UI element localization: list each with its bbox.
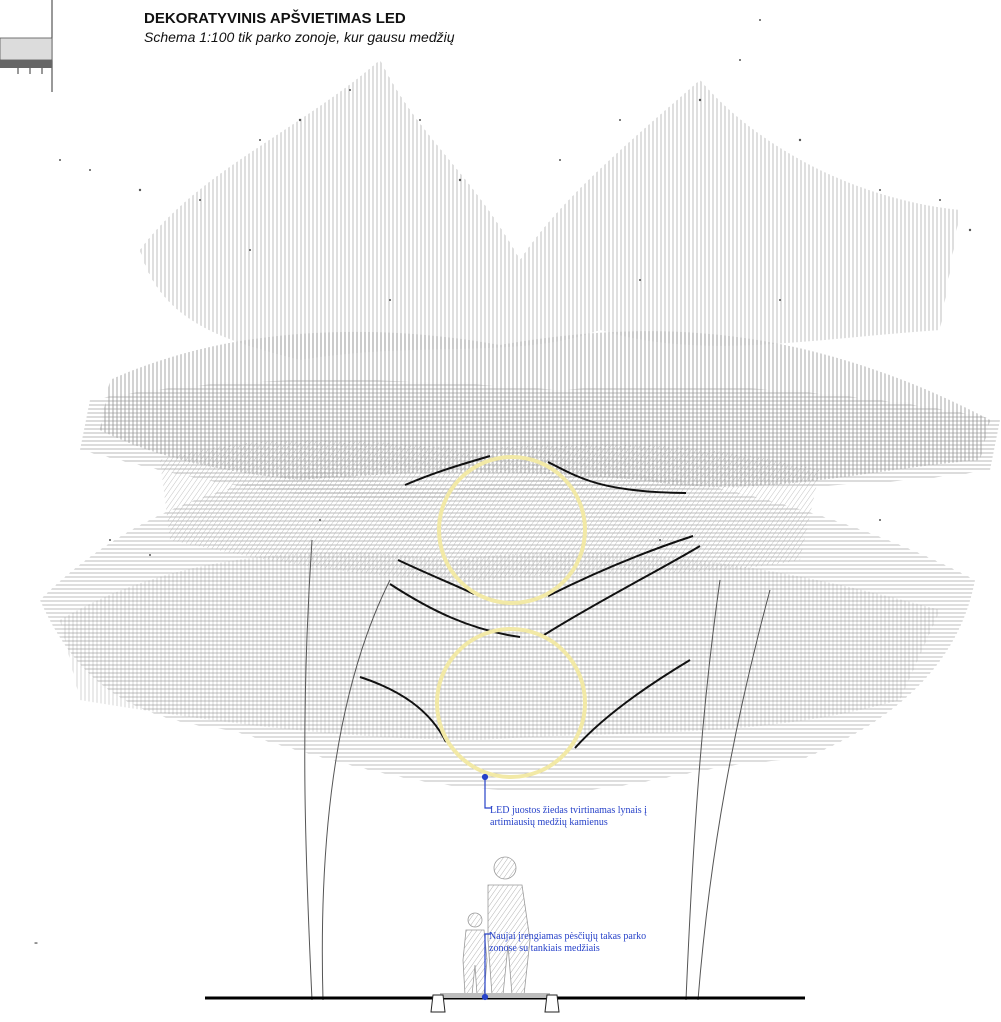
- path-annotation: Naujai įrengiamas pėsčiųjų takas parko z…: [489, 931, 646, 955]
- diagram-subtitle: Schema 1:100 tik parko zonoje, kur gausu…: [144, 29, 455, 45]
- led-ring-lower: [435, 627, 587, 779]
- suspension-cables: [359, 455, 701, 749]
- pedestrian-figures: [462, 856, 531, 996]
- led-ring-annotation-line2: artimiausių medžių kamienus: [490, 817, 608, 828]
- annotation-leaders: [481, 773, 492, 1001]
- led-ring-annotation: LED juostos žiedas tvirtinamas lynais į …: [490, 805, 647, 829]
- ground: [205, 993, 805, 1013]
- diagram-title: DEKORATYVINIS APŠVIETIMAS LED: [144, 10, 406, 27]
- tree-trunks: [304, 539, 771, 1001]
- path-annotation-line2: zonose su tankiais medžiais: [489, 943, 600, 954]
- corner-detail: [0, 0, 53, 92]
- stray-mark: -: [34, 935, 38, 949]
- tree-canopy: [40, 19, 1000, 792]
- led-ring-annotation-line1: LED juostos žiedas tvirtinamas lynais į: [490, 805, 647, 816]
- led-ring-upper: [437, 455, 587, 605]
- led-rings: [435, 455, 587, 779]
- path-annotation-line1: Naujai įrengiamas pėsčiųjų takas parko: [489, 931, 647, 942]
